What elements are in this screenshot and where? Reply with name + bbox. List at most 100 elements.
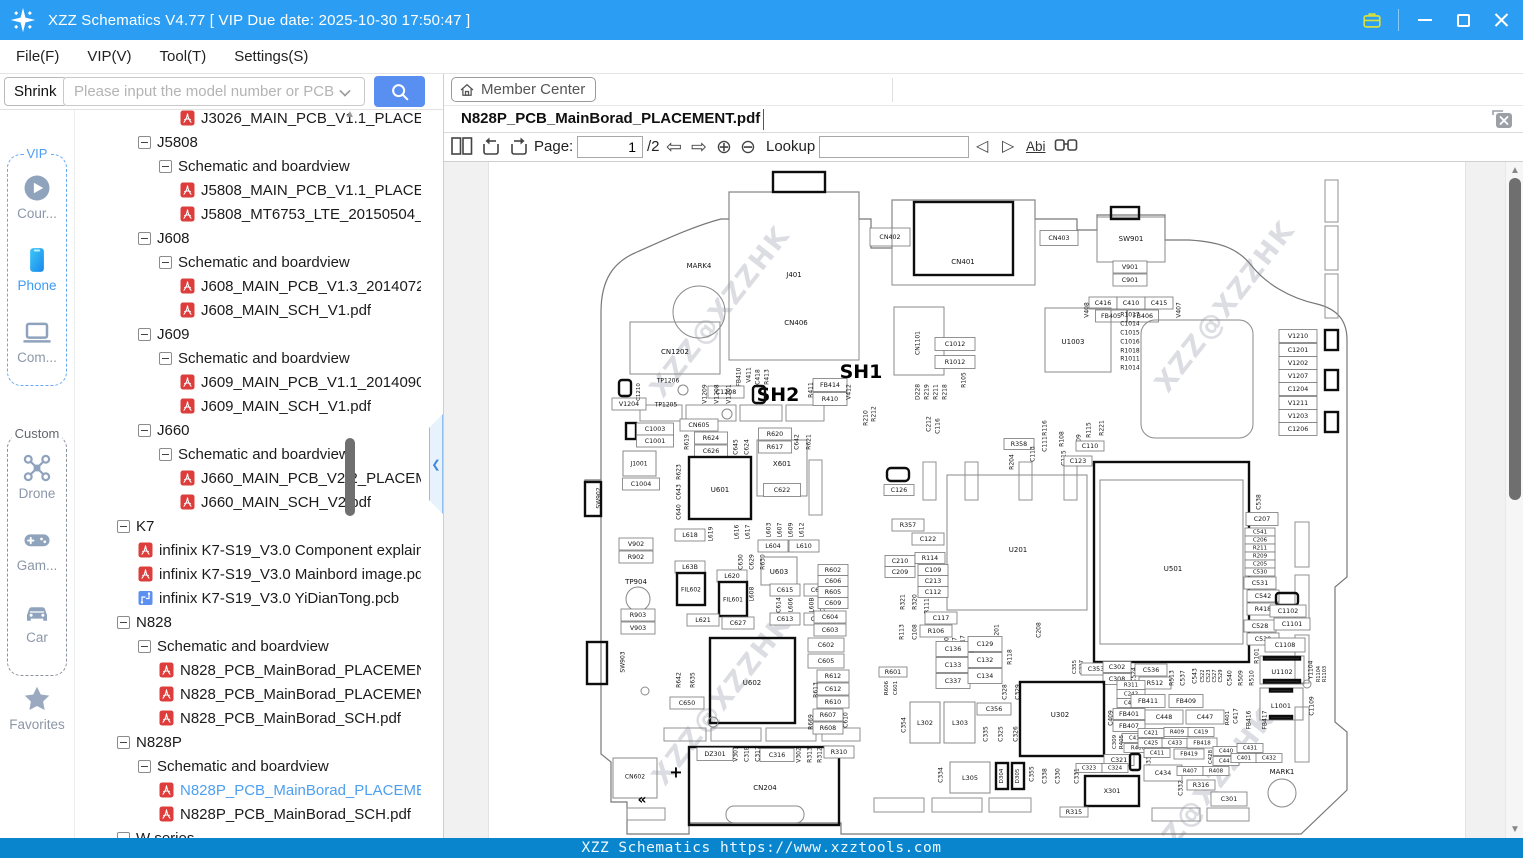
pdf-scrollbar[interactable]: ▲ ▼ [1505, 162, 1523, 838]
menu-item-file[interactable]: File(F) [16, 48, 60, 65]
prev-page-icon[interactable]: ⇦ [666, 137, 682, 158]
tree-item-label[interactable]: J5808 [157, 133, 198, 151]
tree-expander-collapse[interactable] [117, 831, 130, 838]
tree-item-label[interactable]: infinix K7-S19_V3.0 YiDianTong.pcb [159, 589, 400, 607]
tree-group-row[interactable]: Schematic and boardview [75, 154, 421, 178]
tree-expander-collapse[interactable] [117, 735, 130, 749]
tree-item-label[interactable]: N828_PCB_MainBorad_PLACEMENT_ [180, 661, 421, 679]
tree-file-row[interactable]: J608_MAIN_SCH_V1.pdf [75, 298, 421, 322]
tree-item-label[interactable]: infinix K7-S19_V3.0 Component explain [159, 541, 421, 559]
tree-file-row[interactable]: N828P_PCB_MainBorad_SCH.pdf [75, 802, 421, 826]
rotate-left-icon[interactable] [480, 136, 502, 157]
zoom-in-icon[interactable]: ⊕ [716, 137, 732, 158]
menu-item-vip[interactable]: VIP(V) [87, 48, 132, 65]
next-page-icon[interactable]: ⇨ [691, 137, 707, 158]
tree-file-row[interactable]: J609_MAIN_PCB_V1.1_20140905_F [75, 370, 421, 394]
menu-item-tool[interactable]: Tool(T) [159, 48, 207, 65]
tree-expander-collapse[interactable] [138, 231, 151, 245]
tree-item-label[interactable]: J660_MAIN_PCB_V2.2_PLACEMEN [201, 469, 421, 487]
tree-scrollbar-thumb[interactable] [345, 438, 355, 516]
panel-collapse-handle[interactable]: ❮ [429, 414, 443, 514]
sidebar-item-car[interactable]: Car [8, 597, 66, 645]
tree-item-label[interactable]: Schematic and boardview [178, 253, 350, 271]
tree-group-row[interactable]: J609 [75, 322, 421, 346]
two-page-view-icon[interactable] [450, 136, 474, 156]
license-briefcase-icon[interactable] [1360, 8, 1384, 32]
tree-group-row[interactable]: W series [75, 826, 421, 838]
zoom-out-icon[interactable]: ⊖ [740, 137, 756, 158]
tree-file-row[interactable]: J5808_MAIN_PCB_V1.1_PLACEMEI [75, 178, 421, 202]
tree-file-row[interactable]: N828_PCB_MainBorad_PLACEMENT_ [75, 682, 421, 706]
tree-group-row[interactable]: Schematic and boardview [75, 634, 421, 658]
scroll-down-icon[interactable]: ▼ [1510, 824, 1520, 835]
tree-item-label[interactable]: J660_MAIN_SCH_V2.pdf [201, 493, 372, 511]
tree-item-label[interactable]: N828 [136, 613, 172, 631]
maximize-button[interactable] [1451, 8, 1475, 32]
tree-item-label[interactable]: J660 [157, 421, 190, 439]
tree-expander-collapse[interactable] [159, 159, 172, 173]
tree-file-row[interactable]: J608_MAIN_PCB_V1.3_20140728_F [75, 274, 421, 298]
reading-view-icon[interactable] [1054, 136, 1078, 154]
tree-item-label[interactable]: Schematic and boardview [178, 349, 350, 367]
tree-file-row[interactable]: J660_MAIN_PCB_V2.2_PLACEMEN [75, 466, 421, 490]
tree-item-label[interactable]: N828P_PCB_MainBorad_SCH.pdf [180, 805, 411, 823]
tree-expander-collapse[interactable] [138, 759, 151, 773]
member-center-button[interactable]: Member Center [451, 77, 597, 102]
shrink-button[interactable]: Shrink [4, 77, 67, 106]
tree-expander-collapse[interactable] [159, 351, 172, 365]
tree-item-label[interactable]: W series [136, 829, 195, 839]
pdf-scrollbar-thumb[interactable] [1509, 178, 1521, 500]
tree-item-label[interactable]: J608_MAIN_PCB_V1.3_20140728_F [201, 277, 421, 295]
tree-item-label[interactable]: N828P_PCB_MainBorad_PLACEMENT [180, 781, 421, 799]
page-number-input[interactable] [577, 136, 643, 158]
tree-item-label[interactable]: Schematic and boardview [157, 637, 329, 655]
tree-expander-collapse[interactable] [159, 447, 172, 461]
rotate-right-icon[interactable] [508, 136, 530, 157]
tab-pdf-document[interactable]: N828P_PCB_MainBorad_PLACEMENT.pdf [461, 110, 761, 127]
find-previous-icon[interactable]: ◁ [976, 138, 989, 155]
sidebar-item-favorites[interactable]: Favorites [7, 684, 67, 732]
tree-group-row[interactable]: J608 [75, 226, 421, 250]
sidebar-item-course[interactable]: Cour... [8, 173, 66, 221]
tree-file-row[interactable]: J3026_MAIN_PCB_V1.1_PLACEMEI [75, 110, 421, 130]
tree-file-row[interactable]: N828P_PCB_MainBorad_PLACEMENT [75, 778, 421, 802]
tree-item-label[interactable]: J609_MAIN_SCH_V1.pdf [201, 397, 372, 415]
tree-item-label[interactable]: J3026_MAIN_PCB_V1.1_PLACEMEI [201, 110, 421, 127]
tree-file-row[interactable]: J660_MAIN_SCH_V2.pdf [75, 490, 421, 514]
tree-group-row[interactable]: N828P [75, 730, 421, 754]
tree-item-label[interactable]: N828_PCB_MainBorad_SCH.pdf [180, 709, 401, 727]
tree-item-label[interactable]: infinix K7-S19_V3.0 Mainbord image.pd [159, 565, 421, 583]
tree-group-row[interactable]: K7 [75, 514, 421, 538]
tree-item-label[interactable]: J608_MAIN_SCH_V1.pdf [201, 301, 372, 319]
sidebar-item-drone[interactable]: Drone [8, 453, 66, 501]
tree-item-label[interactable]: N828_PCB_MainBorad_PLACEMENT_ [180, 685, 421, 703]
model-search-input[interactable] [63, 77, 365, 106]
tree-group-row[interactable]: Schematic and boardview [75, 754, 421, 778]
tree-group-row[interactable]: Schematic and boardview [75, 442, 421, 466]
tree-file-row[interactable]: infinix K7-S19_V3.0 YiDianTong.pcb [75, 586, 421, 610]
tree-file-row[interactable]: N828_PCB_MainBorad_PLACEMENT_ [75, 658, 421, 682]
tree-item-label[interactable]: Schematic and boardview [178, 445, 350, 463]
tree-expander-collapse[interactable] [138, 423, 151, 437]
tree-file-row[interactable]: infinix K7-S19_V3.0 Component explain [75, 538, 421, 562]
close-all-tabs-icon[interactable] [1492, 110, 1514, 129]
tree-item-label[interactable]: K7 [136, 517, 155, 535]
tree-file-row[interactable]: infinix K7-S19_V3.0 Mainbord image.pd [75, 562, 421, 586]
close-button[interactable] [1489, 8, 1513, 32]
sidebar-item-gamepad[interactable]: Gam... [8, 525, 66, 573]
tree-item-label[interactable]: N828P [136, 733, 182, 751]
match-case-icon[interactable]: Abi [1026, 139, 1046, 154]
tree-expander-collapse[interactable] [138, 327, 151, 341]
tree-expander-collapse[interactable] [138, 639, 151, 653]
tree-item-label[interactable]: J609 [157, 325, 190, 343]
tree-item-label[interactable]: J5808_MAIN_PCB_V1.1_PLACEMEI [201, 181, 421, 199]
search-button[interactable] [374, 76, 425, 107]
tree-item-label[interactable]: Schematic and boardview [178, 157, 350, 175]
tree-file-row[interactable]: J609_MAIN_SCH_V1.pdf [75, 394, 421, 418]
menu-item-settings[interactable]: Settings(S) [234, 48, 309, 65]
find-next-icon[interactable]: ▷ [1002, 138, 1015, 155]
tree-file-row[interactable]: J5808_MT6753_LTE_20150504_SCI [75, 202, 421, 226]
tree-group-row[interactable]: J660 [75, 418, 421, 442]
tree-group-row[interactable]: J5808 [75, 130, 421, 154]
tree-file-row[interactable]: N828_PCB_MainBorad_SCH.pdf [75, 706, 421, 730]
